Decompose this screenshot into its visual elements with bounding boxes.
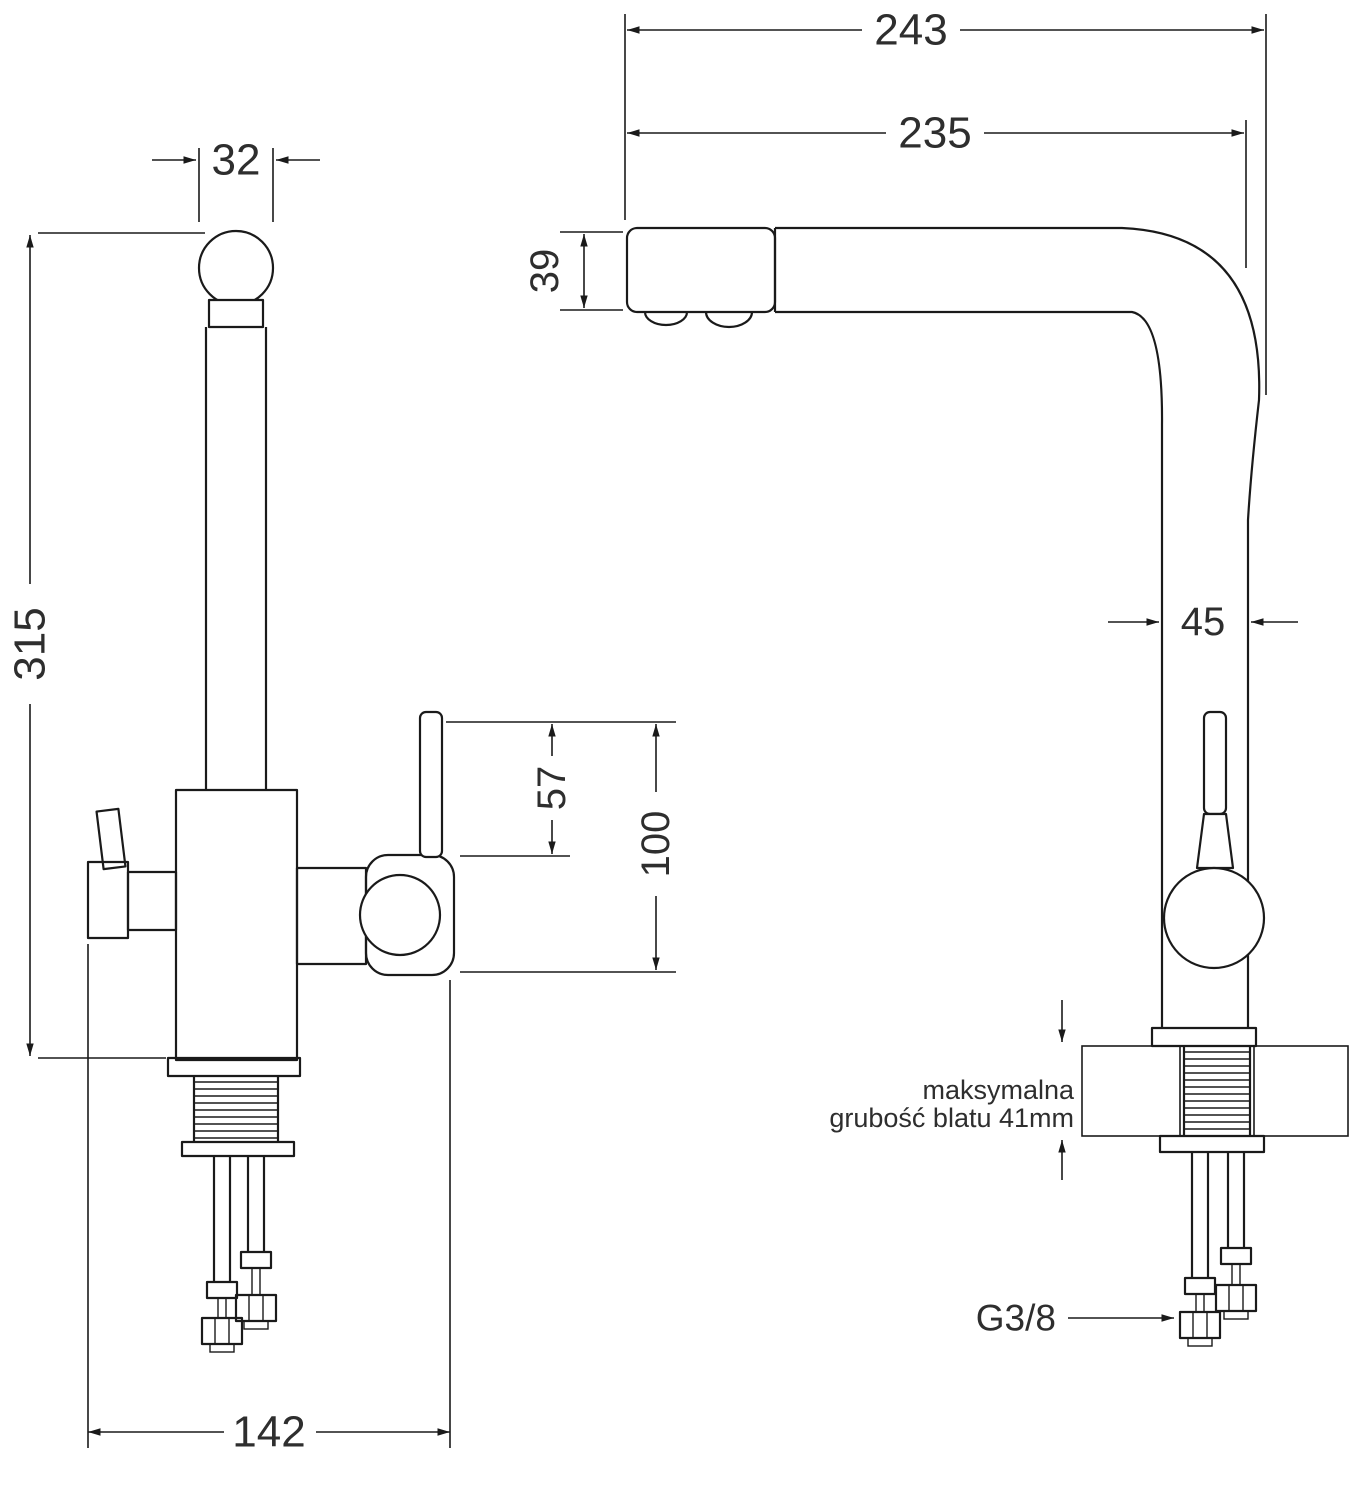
threaded-shank xyxy=(192,1076,280,1142)
dim-label-total-height: 315 xyxy=(6,607,55,680)
dim-body-width: 45 xyxy=(1108,600,1298,644)
dim-spout-reach: 235 xyxy=(627,109,1247,268)
mixer-body xyxy=(174,788,299,1062)
countertop-note-line1: maksymalna xyxy=(922,1075,1075,1105)
front-view: 32 315 57 100 142 xyxy=(6,136,679,1457)
aerator-front xyxy=(207,298,265,329)
mounting-flange xyxy=(166,1056,302,1078)
filter-valve-housing xyxy=(126,870,178,932)
dim-base-width: 142 xyxy=(87,944,451,1457)
mounting-nut xyxy=(180,1140,296,1158)
dim-label-cap-width: 32 xyxy=(212,136,261,185)
supply-hoses-side xyxy=(1178,1152,1258,1347)
countertop-left xyxy=(1081,1045,1181,1137)
countertop-right xyxy=(1253,1045,1349,1137)
dim-lever-height: 57 xyxy=(446,721,676,857)
dim-spout-head-height: 39 xyxy=(523,231,623,311)
mounting-nut-side xyxy=(1158,1134,1266,1154)
dim-handle-height: 100 xyxy=(460,724,678,973)
handle-joint xyxy=(358,873,442,957)
dim-total-height: 315 xyxy=(6,232,205,1059)
filter-lever xyxy=(95,807,127,871)
dim-label-handle-height: 100 xyxy=(634,811,678,878)
dim-cap-width: 32 xyxy=(152,136,320,222)
aerator-side xyxy=(643,311,754,329)
handle-connector xyxy=(295,866,368,966)
dim-label-spout-reach: 235 xyxy=(898,109,971,158)
threaded-shank-side xyxy=(1182,1046,1252,1136)
thread-size-label: G3/8 xyxy=(976,1298,1056,1339)
supply-hoses-front xyxy=(200,1156,278,1353)
dim-overall-width: 243 xyxy=(624,6,1267,395)
handle-joint-side xyxy=(1162,866,1266,970)
spout-inner-edge xyxy=(775,310,1164,1028)
handle-lever-side xyxy=(1202,710,1228,816)
countertop-note-line2: grubość blatu 41mm xyxy=(829,1103,1074,1133)
dim-label-base-width: 142 xyxy=(232,1408,305,1457)
countertop-thickness-note: maksymalna grubość blatu 41mm xyxy=(829,1000,1075,1180)
dim-label-body-width: 45 xyxy=(1181,600,1226,644)
filter-knob xyxy=(86,860,130,940)
shank-threads xyxy=(194,1081,278,1139)
spout-head xyxy=(625,226,777,314)
spout-outer-edge xyxy=(775,226,1261,1028)
shank-threads-side xyxy=(1184,1051,1250,1130)
mounting-flange-side xyxy=(1150,1026,1258,1048)
handle-stem-side xyxy=(1195,812,1235,870)
thread-size-callout: G3/8 xyxy=(976,1298,1174,1339)
riser-column xyxy=(204,327,268,790)
spout-cap xyxy=(197,229,275,307)
handle-lever xyxy=(418,710,444,859)
dim-label-spout-head-height: 39 xyxy=(523,249,567,294)
dim-label-overall-width: 243 xyxy=(874,6,947,55)
side-view: 243 235 39 45 maksymalna grubość blatu 4… xyxy=(523,6,1349,1347)
dim-label-lever-height: 57 xyxy=(530,766,574,811)
